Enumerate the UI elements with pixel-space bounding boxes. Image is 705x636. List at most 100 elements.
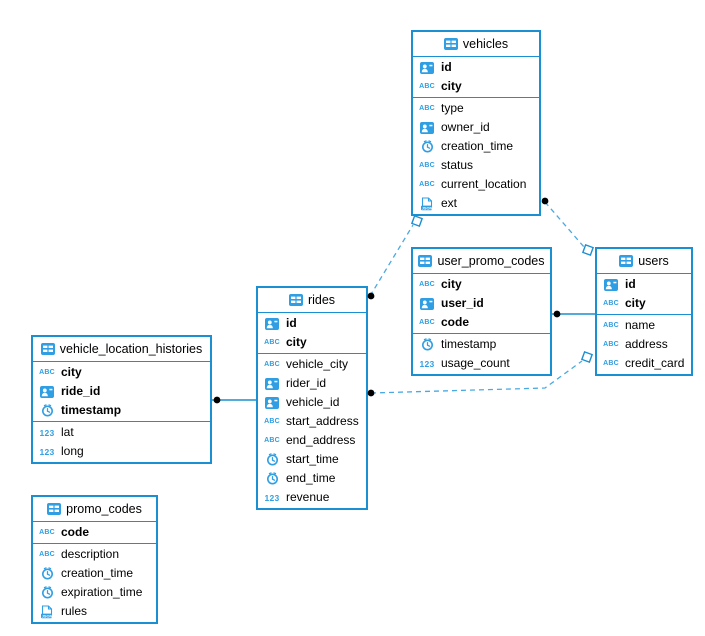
column-row-owner_id[interactable]: owner_id [413, 118, 539, 137]
column-row-start_time[interactable]: start_time [258, 450, 366, 469]
column-name: lat [61, 425, 74, 439]
column-row-timestamp[interactable]: timestamp [413, 335, 550, 354]
datetime-icon [38, 586, 56, 599]
text-icon: ABC [603, 360, 619, 367]
column-row-id[interactable]: id [597, 275, 691, 294]
column-row-long[interactable]: 123 long [33, 442, 210, 461]
uuid-icon [418, 121, 436, 134]
table-header[interactable]: users [597, 249, 691, 274]
column-row-ride_id[interactable]: ride_id [33, 382, 210, 401]
column-name: vehicle_city [286, 357, 349, 371]
column-row-timestamp[interactable]: timestamp [33, 401, 210, 420]
column-row-rules[interactable]: JSON rules [33, 602, 156, 621]
column-row-creation_time[interactable]: creation_time [33, 564, 156, 583]
relationship-line[interactable] [544, 201, 585, 248]
column-name: start_address [286, 414, 359, 428]
column-name: id [441, 60, 452, 74]
column-row-expiration_time[interactable]: expiration_time [33, 583, 156, 602]
column-row-id[interactable]: id [258, 314, 366, 333]
text-icon: ABC [419, 181, 435, 188]
column-name: rules [61, 604, 88, 618]
column-name: type [441, 101, 464, 115]
column-name: long [61, 444, 84, 458]
column-row-name[interactable]: ABC name [597, 316, 691, 335]
column-name: city [441, 79, 462, 93]
text-icon: ABC [264, 339, 280, 346]
column-name: code [61, 525, 90, 539]
column-name: status [441, 158, 474, 172]
table-header[interactable]: promo_codes [33, 497, 156, 522]
column-name: ext [441, 196, 458, 210]
table-header[interactable]: rides [258, 288, 366, 313]
relationship-line[interactable] [369, 224, 414, 297]
datetime-icon [263, 453, 281, 466]
table-header[interactable]: user_promo_codes [413, 249, 550, 274]
table-header[interactable]: vehicle_location_histories [33, 337, 210, 362]
column-row-rider_id[interactable]: rider_id [258, 374, 366, 393]
column-name: id [286, 316, 297, 330]
column-row-code[interactable]: ABC code [413, 313, 550, 332]
column-name: description [61, 547, 120, 561]
column-row-city[interactable]: ABC city [258, 333, 366, 352]
number-icon: 123 [419, 358, 435, 369]
svg-text:JSON: JSON [42, 613, 53, 618]
text-icon: ABC [419, 319, 435, 326]
column-row-user_id[interactable]: user_id [413, 294, 550, 313]
fk-endpoint-dot [367, 389, 375, 397]
table-icon [443, 38, 458, 50]
column-name: code [441, 315, 470, 329]
uuid-icon [418, 297, 436, 310]
datetime-icon [418, 338, 436, 351]
column-name: timestamp [441, 337, 497, 351]
column-name: owner_id [441, 120, 490, 134]
number-icon: 123 [39, 446, 55, 457]
column-name: user_id [441, 296, 484, 310]
table-title: rides [307, 293, 336, 307]
datetime-icon [38, 404, 56, 417]
column-name: city [286, 335, 307, 349]
column-name: rider_id [286, 376, 327, 390]
datetime-icon [38, 567, 56, 580]
json-icon: JSON [38, 604, 56, 619]
text-icon: ABC [603, 322, 619, 329]
column-row-creation_time[interactable]: creation_time [413, 137, 539, 156]
text-icon: ABC [603, 300, 619, 307]
column-row-end_time[interactable]: end_time [258, 469, 366, 488]
column-row-vehicle_id[interactable]: vehicle_id [258, 393, 366, 412]
column-name: name [625, 318, 656, 332]
table-icon [288, 294, 303, 306]
table-header[interactable]: vehicles [413, 32, 539, 57]
text-icon: ABC [264, 437, 280, 444]
column-row-id[interactable]: id [413, 58, 539, 77]
fk-endpoint-dot [541, 197, 549, 205]
column-name: expiration_time [61, 585, 143, 599]
